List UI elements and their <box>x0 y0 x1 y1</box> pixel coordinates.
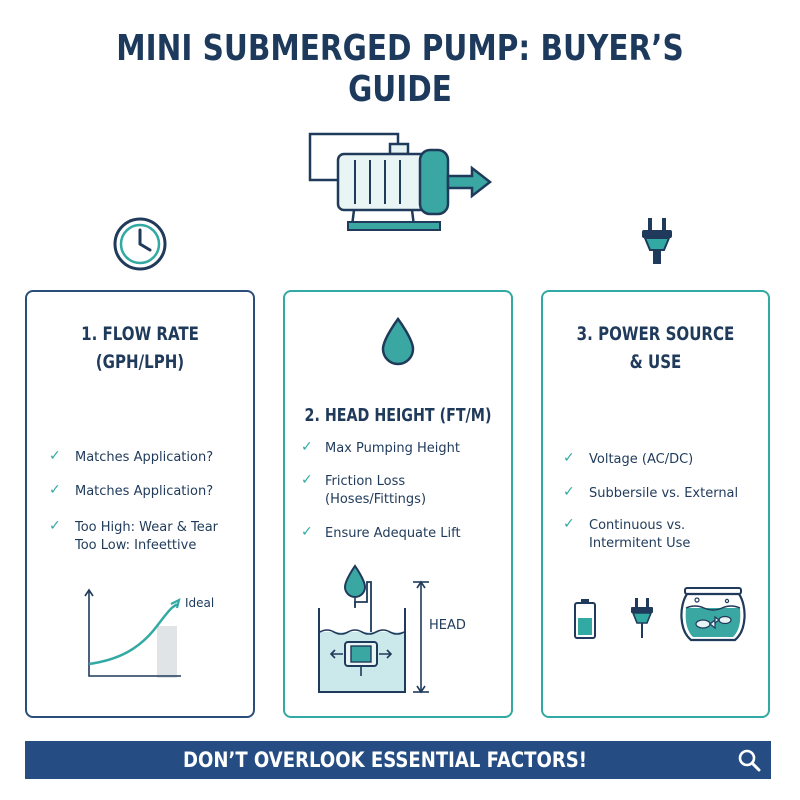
plug-icon <box>631 598 653 638</box>
list-item: Voltage (AC/DC) <box>589 452 694 467</box>
list-item: Intermitent Use <box>589 536 691 551</box>
check-icon: ✓ <box>563 484 575 500</box>
head-height-diagram <box>318 564 429 694</box>
check-icon: ✓ <box>301 439 313 455</box>
list-item: Max Pumping Height <box>325 441 460 456</box>
list-item: (Hoses/Fittings) <box>325 492 427 507</box>
list-item: Matches Application? <box>75 450 214 465</box>
power-source-card: 3. POWER SOURCE & USE ✓ Voltage (AC/DC) … <box>541 290 770 718</box>
search-icon[interactable] <box>737 748 761 772</box>
check-icon: ✓ <box>49 518 61 534</box>
heading-line: (GPH/LPH) <box>95 351 185 373</box>
list-item: Continuous vs. <box>589 518 686 533</box>
check-icon: ✓ <box>563 450 575 466</box>
card-heading: 1. FLOW RATE (GPH/LPH) <box>41 320 240 376</box>
pump-icon <box>308 132 493 231</box>
check-icon: ✓ <box>301 472 313 488</box>
flow-curve-graph <box>84 588 181 678</box>
list-item: Matches Application? <box>75 484 214 499</box>
clock-icon <box>113 217 167 271</box>
list-item: Too High: Wear & Tear <box>75 520 219 535</box>
heading-line: 3. POWER SOURCE <box>576 323 735 345</box>
check-icon: ✓ <box>563 516 575 532</box>
banner-text: DON’T OVERLOOK ESSENTIAL FACTORS! <box>182 748 587 772</box>
list-item: Subbersile vs. External <box>589 486 739 501</box>
card-heading: 2. HEAD HEIGHT (FT/M) <box>299 402 498 430</box>
battery-icon <box>574 599 596 639</box>
list-item: Ensure Adequate Lift <box>325 526 461 541</box>
page-title: MINI SUBMERGED PUMP: BUYER’S GUIDE <box>116 28 684 110</box>
head-label: HEAD <box>429 618 466 633</box>
heading-line: 2. HEAD HEIGHT (FT/M) <box>304 405 492 426</box>
list-item: Too Low: Infeettive <box>75 538 197 553</box>
check-icon: ✓ <box>49 448 61 464</box>
ideal-label: Ideal <box>185 596 215 610</box>
fish-tank-icon <box>680 587 746 642</box>
water-drop-icon <box>381 316 415 366</box>
card-heading: 3. POWER SOURCE & USE <box>557 320 755 376</box>
list-item: Friction Loss <box>325 474 406 489</box>
check-icon: ✓ <box>301 524 313 540</box>
head-height-card: 2. HEAD HEIGHT (FT/M) ✓ Max Pumping Heig… <box>283 290 513 718</box>
heading-line: 1. FLOW RATE <box>81 323 199 345</box>
plug-icon <box>642 218 672 264</box>
check-icon: ✓ <box>49 482 61 498</box>
heading-line: & USE <box>629 351 682 373</box>
flow-rate-card: 1. FLOW RATE (GPH/LPH) ✓ Matches Applica… <box>25 290 255 718</box>
bottom-banner: DON’T OVERLOOK ESSENTIAL FACTORS! <box>25 741 771 779</box>
